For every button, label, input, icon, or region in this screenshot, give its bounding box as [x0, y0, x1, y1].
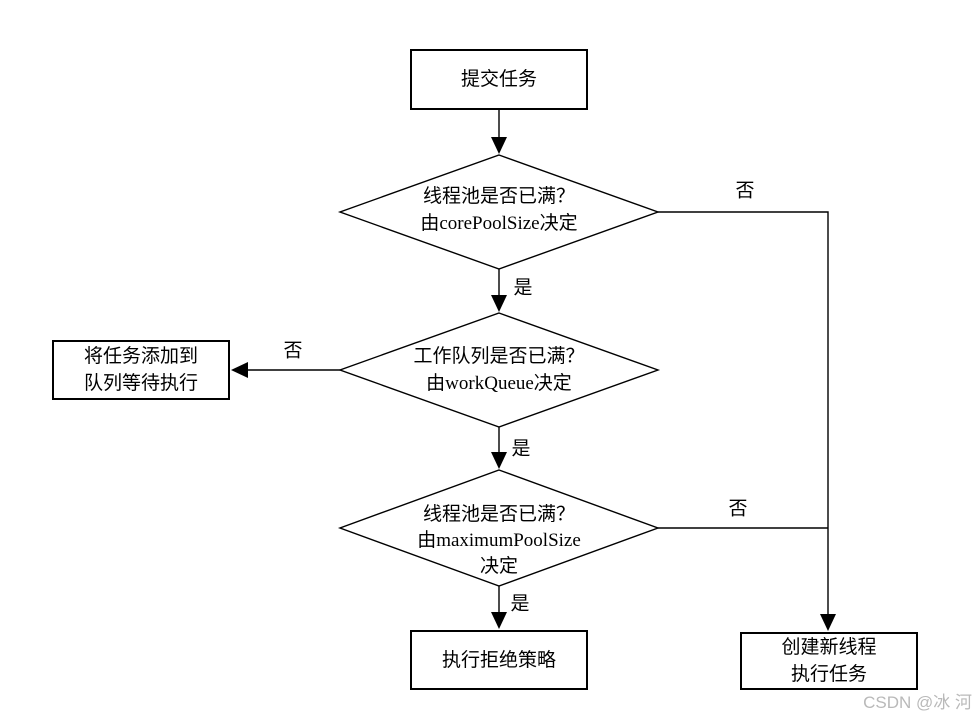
add-to-queue-node: 将任务添加到 队列等待执行	[52, 340, 230, 400]
start-node-label: 提交任务	[460, 69, 537, 90]
decision-work-queue-shape	[337, 312, 661, 428]
edge-label-queue-yes: 是	[511, 438, 531, 460]
arrowhead-start-to-core	[491, 137, 507, 154]
start-node: 提交任务	[410, 49, 588, 110]
edge-core-no-branch	[658, 211, 829, 616]
arrowhead-queue-yes	[491, 452, 507, 469]
create-thread-line1: 创建新线程	[781, 637, 877, 658]
arrowhead-max-yes	[491, 612, 507, 629]
reject-policy-label: 执行拒绝策略	[441, 649, 556, 671]
arrowhead-core-yes	[491, 295, 507, 312]
edge-label-core-no: 否	[735, 180, 755, 202]
create-thread-line2: 执行任务	[790, 664, 867, 685]
add-to-queue-line1: 将任务添加到	[83, 346, 198, 367]
reject-policy-node: 执行拒绝策略	[410, 630, 588, 690]
decision-core-pool-shape	[337, 154, 661, 270]
edge-label-max-no: 否	[728, 498, 748, 520]
edge-label-max-yes: 是	[510, 593, 530, 615]
add-to-queue-line2: 队列等待执行	[83, 373, 198, 394]
watermark-text: CSDN @冰 河	[863, 693, 972, 712]
edge-label-core-yes: 是	[513, 277, 533, 299]
create-thread-node: 创建新线程 执行任务	[740, 632, 918, 690]
edge-label-queue-no: 否	[283, 340, 303, 362]
arrowhead-core-no-branch	[820, 614, 836, 631]
arrowhead-queue-no	[231, 362, 248, 378]
decision-max-pool-shape	[337, 469, 661, 587]
